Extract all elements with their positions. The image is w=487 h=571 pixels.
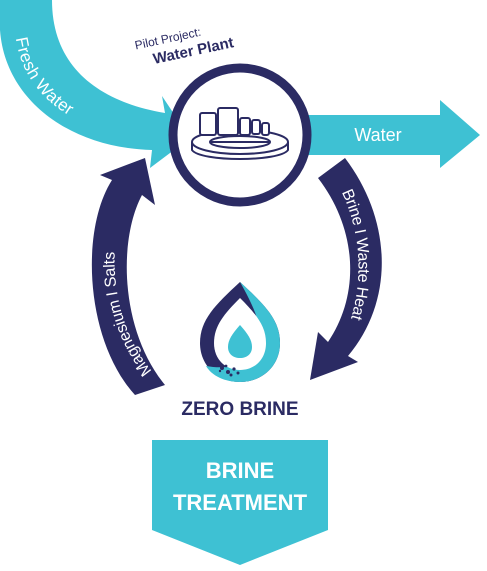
brine-treatment-box: BRINE TREATMENT [152,440,328,565]
magnesium-salts-arrow: Magnesium I Salts [91,158,165,395]
water-plant-circle [168,63,312,207]
water-treatment-plant-icon [191,107,289,160]
salt-dots [215,361,240,377]
water-out-arrow: Water [290,100,480,168]
fresh-water-arrow: Fresh Water [0,0,190,168]
water-out-label: Water [354,125,401,145]
zero-brine-label: ZERO BRINE [181,399,298,420]
pilot-project-label: Pilot Project: Water Plant [133,25,235,68]
brine-waste-heat-arrow: Brine I Waste Heat [310,158,382,380]
brine-treatment-line1: BRINE [206,458,274,483]
brine-treatment-line2: TREATMENT [173,490,308,515]
water-drop-icon [200,282,280,382]
